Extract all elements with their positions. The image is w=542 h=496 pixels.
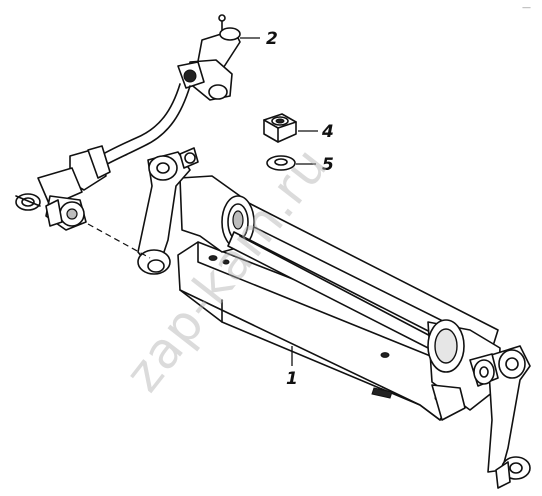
callout-2: 2 [266,29,278,49]
callout-1: 1 [286,369,298,389]
corner-mark: — [522,3,531,13]
part-4-nut [263,113,297,143]
callout-5: 5 [322,155,334,175]
assembly-dashed-line [87,223,151,259]
part-2-hose-assembly [15,14,241,231]
part-5-washer [266,155,296,171]
callout-4: 4 [321,122,334,142]
part-1-cylinder-assembly [137,147,531,489]
